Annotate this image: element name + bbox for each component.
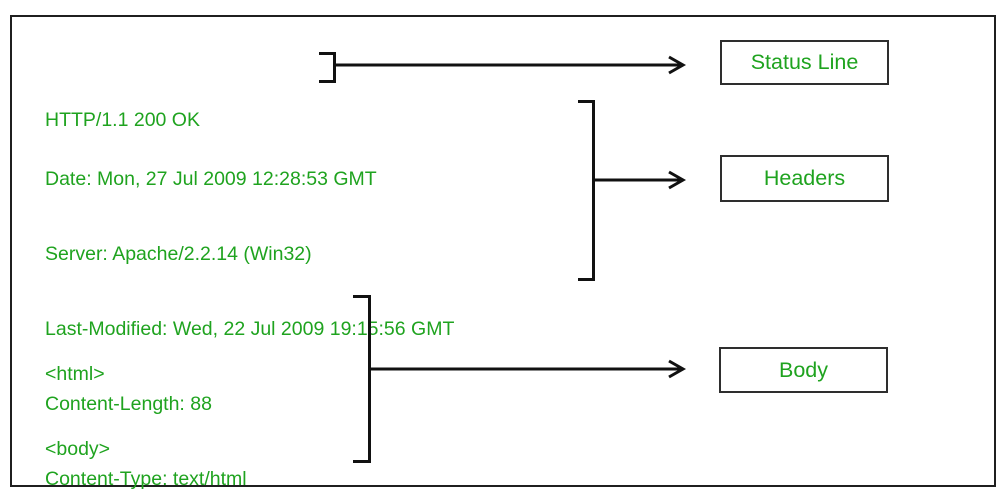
header-line: Last-Modified: Wed, 22 Jul 2009 19:15:56… [45,318,455,340]
headers-label-box: Headers [720,155,889,202]
status-line-label: Status Line [750,50,859,74]
body-label-box: Body [719,347,888,393]
diagram-border [10,15,996,487]
status-line-text: HTTP/1.1 200 OK [45,58,200,183]
headers-bracket [578,100,595,281]
headers-label: Headers [763,166,846,190]
headers-arrow-icon [592,169,689,191]
body-code-line: <html> [45,363,105,385]
body-block: <html> <body> <h1>Hello, World!</h1> </b… [45,312,251,499]
status-line-bracket [319,52,336,83]
status-line-label-box: Status Line [720,40,889,85]
header-line: Content-Type: text/html [45,468,247,490]
header-line: Server: Apache/2.2.14 (Win32) [45,243,312,265]
body-label: Body [778,357,828,382]
body-bracket [353,295,371,463]
body-arrow-icon [368,358,689,380]
status-line-arrow-icon [333,54,689,76]
header-line: Date: Mon, 27 Jul 2009 12:28:53 GMT [45,168,377,190]
header-line: Content-Length: 88 [45,393,212,415]
status-line-value: HTTP/1.1 200 OK [45,109,200,131]
body-code-line: <body> [45,438,111,460]
headers-block: Date: Mon, 27 Jul 2009 12:28:53 GMT Serv… [45,117,454,499]
